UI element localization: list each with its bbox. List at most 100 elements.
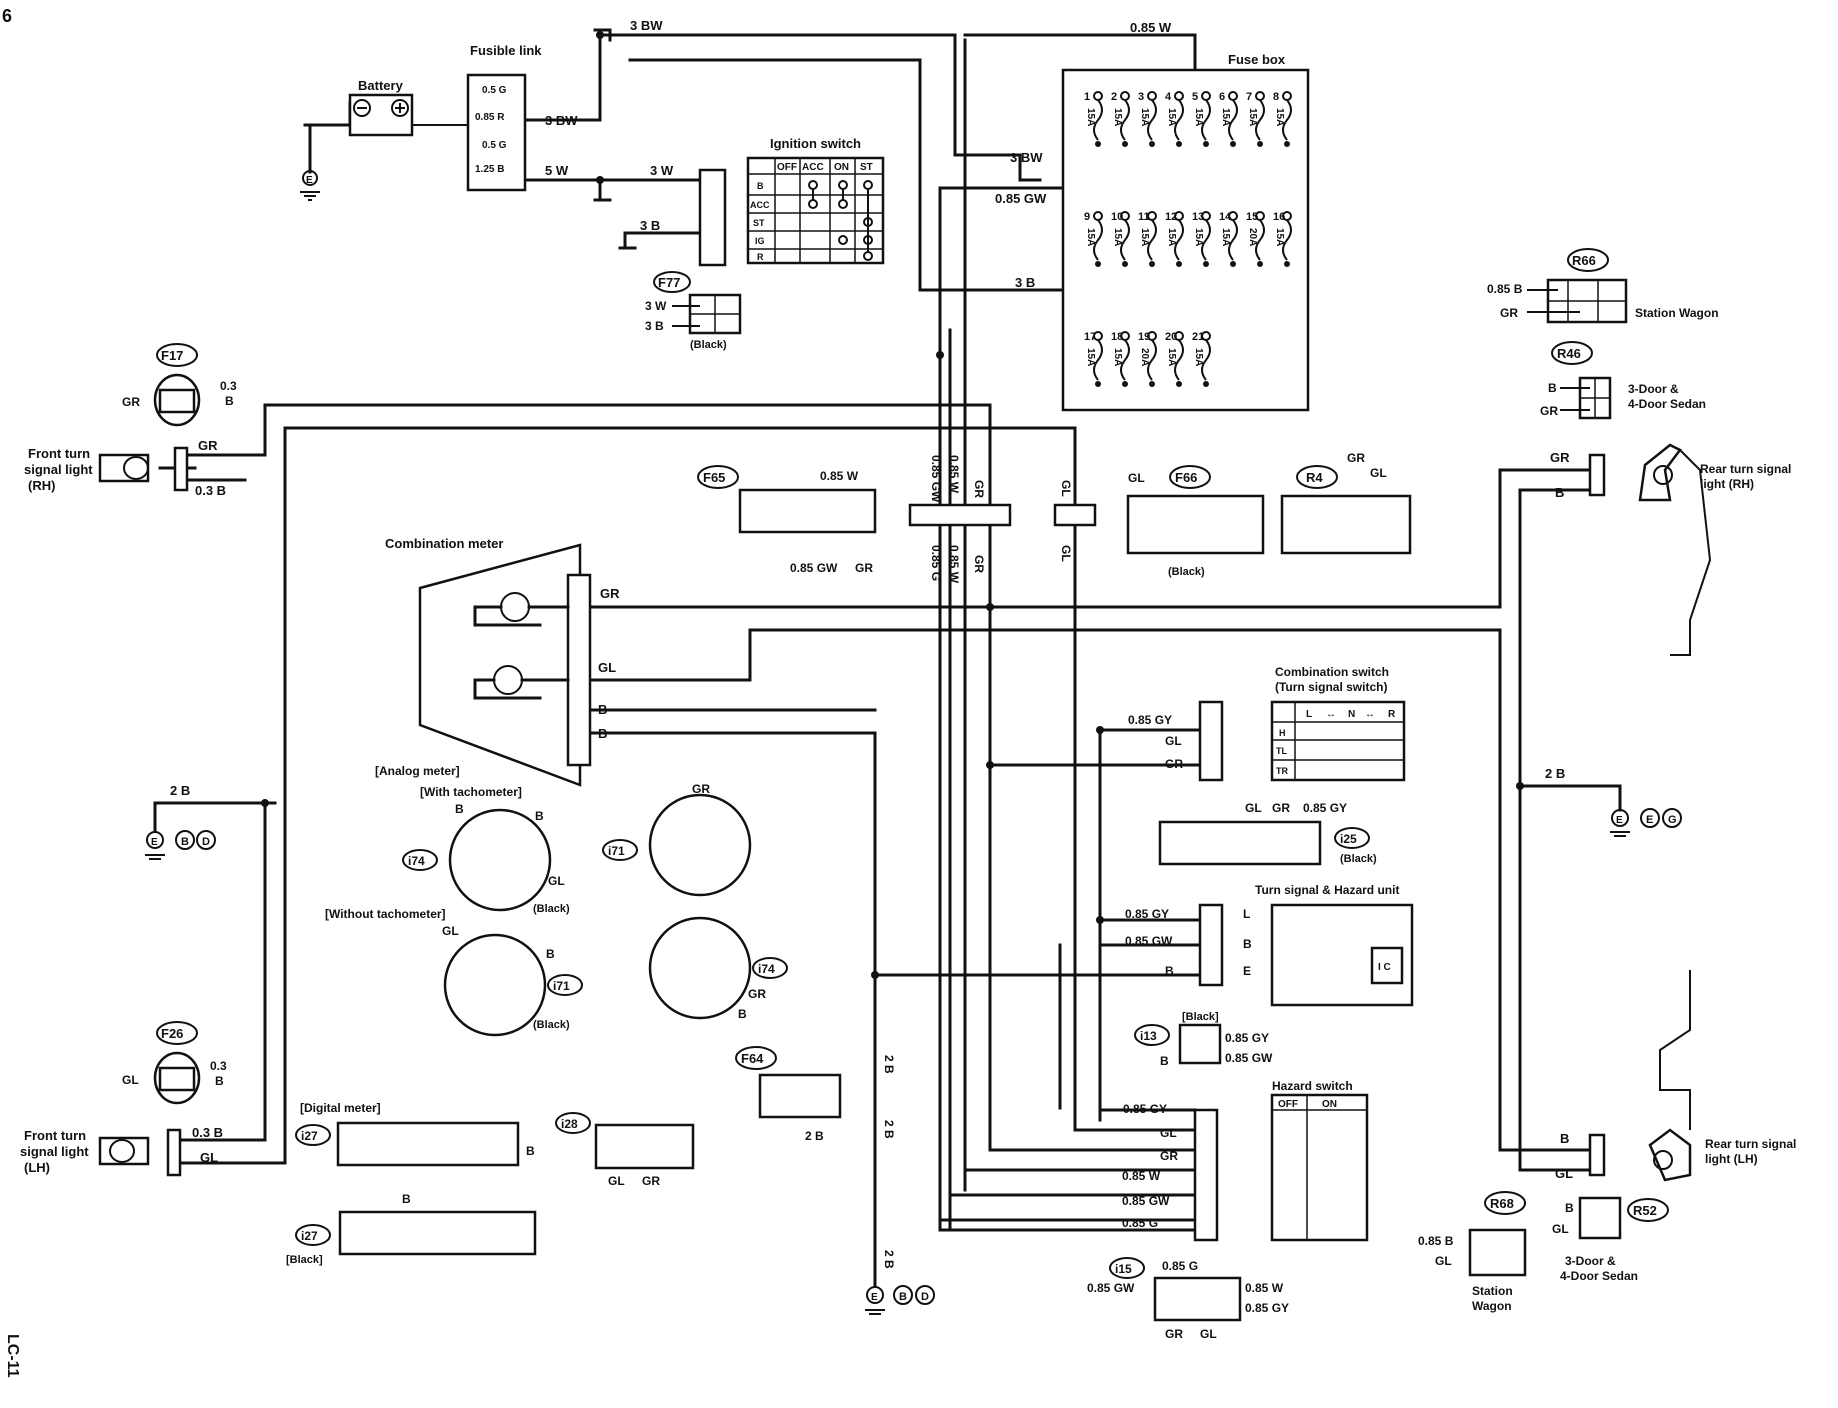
rear-lh-wire-b: B (1560, 1131, 1569, 1146)
turn-hazard-label: Turn signal & Hazard unit (1255, 883, 1399, 897)
i27-wire-b: B (526, 1144, 535, 1158)
r68-station-2: Wagon (1472, 1299, 1512, 1313)
unit-term-l: L (1243, 907, 1250, 921)
fuse-rating: 15A (1220, 228, 1231, 246)
fuse-rating: 15A (1085, 228, 1096, 246)
front-rh-label-3: (RH) (28, 478, 55, 493)
connector-f17-label: F17 (161, 348, 183, 363)
r66-station-wagon: Station Wagon (1635, 306, 1719, 320)
fuse-output (1257, 141, 1263, 147)
combo-col-arrow2: ↔ (1365, 709, 1375, 720)
connector-f66-label: F66 (1175, 470, 1197, 485)
ground-right: 2 B E E G (1545, 766, 1682, 837)
connector-f65: F65 0.85 W 0.85 GW GR (697, 465, 877, 575)
i74-black: (Black) (533, 903, 570, 915)
connector-r66-label: R66 (1572, 253, 1596, 268)
connector-i28-label: i28 (561, 1117, 578, 1131)
ground-e-battery: E (306, 175, 313, 186)
i25-wire-085gy: 0.85 GY (1303, 801, 1347, 815)
front-rh-label-2: signal light (24, 462, 93, 477)
fuse-output (1203, 141, 1209, 147)
connector-i71r-label: i71 (608, 844, 625, 858)
connector-i25: GL GR 0.85 GY i25 (Black) (1158, 801, 1377, 866)
hazard-wire-085g: 0.85 G (1122, 1216, 1158, 1230)
connector-f64-label: F64 (741, 1051, 764, 1066)
wire-label-085w-top: 0.85 W (1130, 20, 1172, 35)
fuse-rating: 15A (1112, 348, 1123, 366)
combo-col-n: N (1348, 709, 1355, 720)
i28-wire-gr: GR (642, 1174, 660, 1188)
fuse-element (1228, 219, 1238, 261)
connector-r68-label: R68 (1490, 1196, 1514, 1211)
fuse-output (1176, 141, 1182, 147)
fuse-rating: 15A (1139, 228, 1150, 246)
meter-wire-b1: B (598, 702, 607, 717)
fusible-link-rating-4: 1.25 B (475, 164, 504, 175)
rear-rh-label-2: light (RH) (1700, 477, 1754, 491)
fuse-rating: 15A (1166, 108, 1177, 126)
fuse-number: 15 (1246, 211, 1258, 223)
wire-label-3b-fuse: 3 B (1015, 275, 1035, 290)
connector-r66: R66 0.85 B GR Station Wagon (1487, 248, 1719, 324)
fuse-element (1147, 99, 1157, 141)
trunk-label-gl-2: GL (1059, 545, 1073, 562)
i74-wire-b2: B (535, 809, 544, 823)
connector-i27-label-2: i27 (301, 1229, 318, 1243)
rear-lh-label-1: Rear turn signal (1705, 1137, 1796, 1151)
fuse-rating: 15A (1139, 108, 1150, 126)
ground-left-b: B (181, 836, 189, 848)
fuse-element (1120, 339, 1130, 381)
r68-station-1: Station (1472, 1284, 1513, 1298)
ign-row-st: ST (753, 218, 765, 228)
fuse-number: 12 (1165, 211, 1177, 223)
ign-row-ig: IG (755, 236, 765, 246)
i74-wire-gl: GL (548, 874, 565, 888)
f65-wire-085gw: 0.85 GW (790, 561, 838, 575)
fuse-number: 6 (1219, 91, 1225, 103)
connector-f64: F64 2 B (735, 1046, 842, 1143)
combo-wire-gl: GL (1165, 734, 1182, 748)
combo-row-tr: TR (1276, 766, 1288, 776)
connector-r52-label: R52 (1633, 1203, 1657, 1218)
fuse-element (1093, 219, 1103, 261)
connector-i74r-label: i74 (758, 962, 775, 976)
i25-wire-gl: GL (1245, 801, 1262, 815)
r68-wire-gl: GL (1435, 1254, 1452, 1268)
fuse-number: 1 (1084, 91, 1090, 103)
hazard-wire-085gy: 0.85 GY (1123, 1102, 1167, 1116)
meter-wire-gl: GL (598, 660, 616, 675)
ign-col-st: ST (860, 162, 873, 173)
fuse-output (1149, 261, 1155, 267)
r52-sedan-1: 3-Door & (1565, 1254, 1616, 1268)
f17-wire-gr: GR (122, 395, 140, 409)
with-tacho-label: [With tachometer] (420, 785, 522, 799)
combo-col-arrow1: ↔ (1326, 709, 1336, 720)
hazard-wire-gl: GL (1160, 1126, 1177, 1140)
front-lh-label-3: (LH) (24, 1160, 50, 1175)
battery-ground: E (300, 170, 320, 201)
ign-row-acc: ACC (750, 200, 770, 210)
fuse-rating: 15A (1166, 228, 1177, 246)
connector-i71-right: GR i71 (602, 782, 752, 897)
combo-row-h: H (1279, 728, 1286, 738)
connector-f77: F77 3 W 3 B (Black) (645, 271, 742, 351)
connector-r68: R68 0.85 B GL Station Wagon (1418, 1191, 1527, 1313)
ignition-switch: Ignition switch OFF ACC ON ST B ACC ST I… (698, 136, 885, 267)
fuse-element (1093, 339, 1103, 381)
connector-i71-without-tacho: [Without tachometer] GL B i71 (Black) (325, 907, 583, 1037)
fuse-element (1120, 219, 1130, 261)
wire-label-3b-ign: 3 B (640, 218, 660, 233)
wire-label-085gw-fuse: 0.85 GW (995, 191, 1047, 206)
f64-wire-2b: 2 B (805, 1129, 824, 1143)
ign-col-off: OFF (777, 162, 797, 173)
i71-wire-b: B (546, 947, 555, 961)
fuse-rating: 15A (1193, 108, 1204, 126)
connector-f26: F26 GL 0.3 B (122, 1021, 227, 1105)
unit-term-b: B (1243, 937, 1252, 951)
fuse-rating: 15A (1247, 108, 1258, 126)
fusible-link: Fusible link 0.5 G 0.85 R 0.5 G 1.25 B (466, 43, 542, 192)
f65-wire-085w: 0.85 W (820, 469, 859, 483)
